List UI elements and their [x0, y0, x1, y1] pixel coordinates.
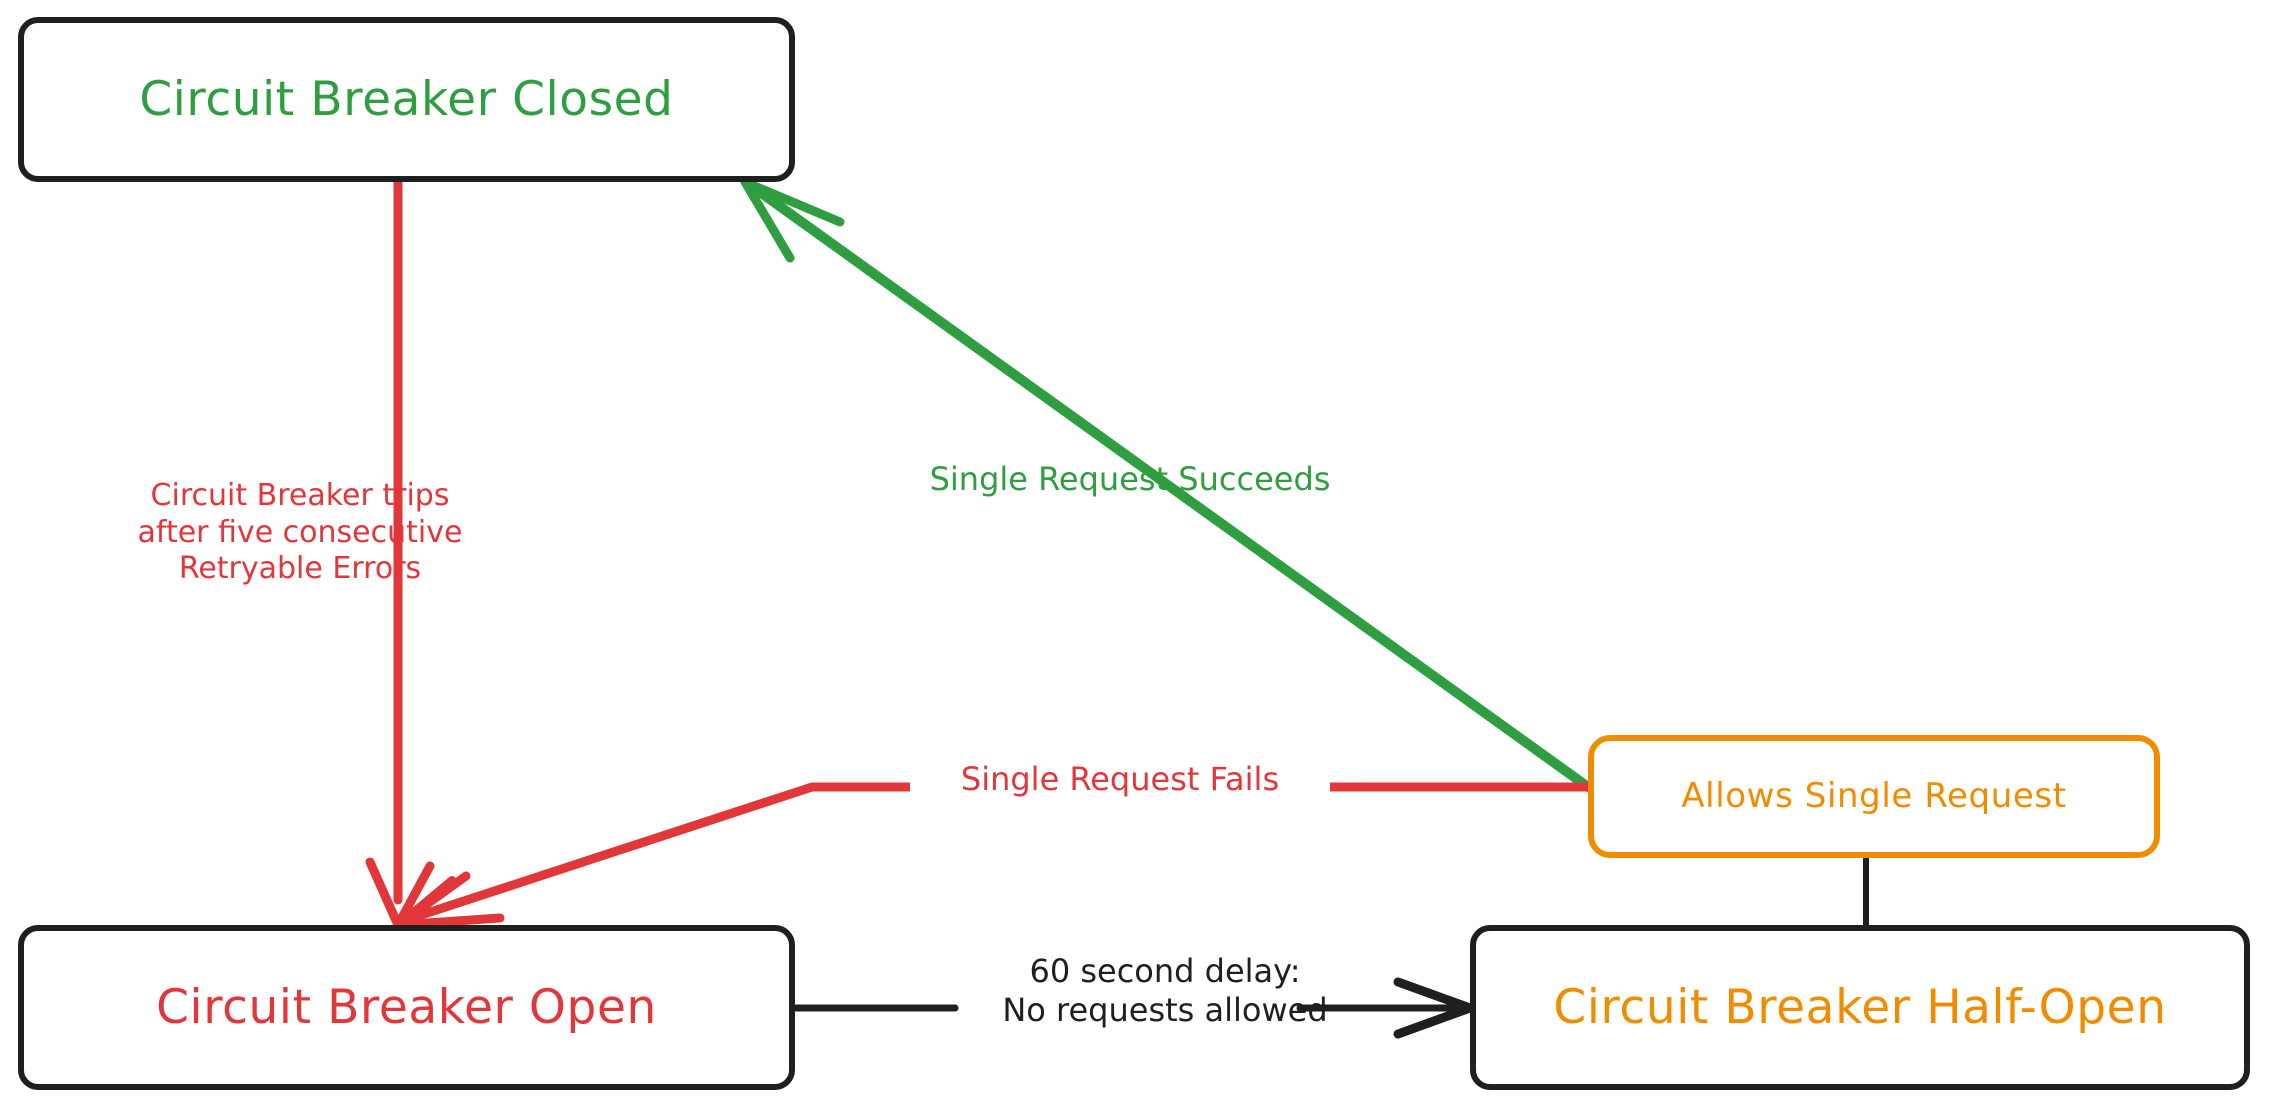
- state-node-circuit-breaker-half-open[interactable]: Circuit Breaker Half-Open: [1470, 925, 2250, 1090]
- state-node-circuit-breaker-closed[interactable]: Circuit Breaker Closed: [18, 17, 795, 182]
- state-node-label: Circuit Breaker Closed: [139, 71, 674, 127]
- state-node-label: Circuit Breaker Open: [156, 979, 657, 1035]
- edge-allows-to-open: [393, 782, 1593, 930]
- edge-closed-to-open: [365, 177, 456, 930]
- state-node-label: Allows Single Request: [1681, 775, 2067, 816]
- state-node-circuit-breaker-open[interactable]: Circuit Breaker Open: [18, 925, 795, 1090]
- edge-allows-to-closed: [740, 177, 1593, 792]
- edge-open-to-halfopen: [791, 977, 1475, 1039]
- state-node-allows-single-request[interactable]: Allows Single Request: [1588, 735, 2160, 858]
- state-node-label: Circuit Breaker Half-Open: [1553, 979, 2167, 1035]
